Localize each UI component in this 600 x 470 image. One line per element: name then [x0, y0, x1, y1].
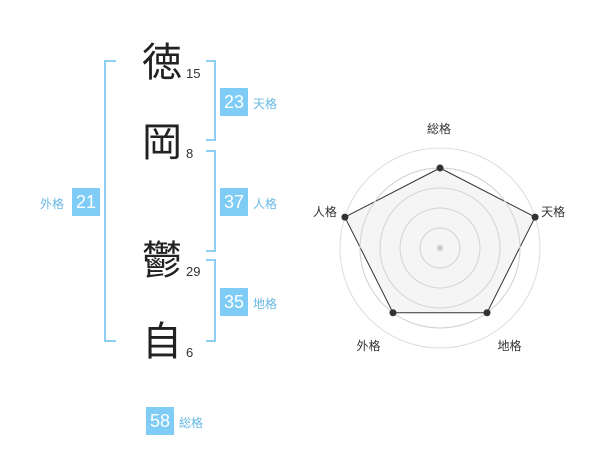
jinkaku-bracket	[206, 150, 216, 252]
jinkaku-label: 人格	[253, 197, 278, 211]
tenkaku-label: 天格	[253, 97, 278, 111]
jinkaku-value: 37	[220, 188, 248, 216]
radar-point-1	[531, 213, 539, 221]
radar-axis-label-4: 人格	[312, 204, 337, 219]
radar-center	[437, 245, 443, 251]
chikaku-bracket	[206, 259, 216, 342]
radar-ring-overlay-3	[379, 187, 501, 309]
name-char-4: 自	[142, 319, 182, 365]
soukaku-value: 58	[146, 407, 174, 435]
soukaku-label: 総格	[179, 416, 204, 430]
radar-axis-label-0: 総格	[427, 122, 452, 136]
stroke-count-1: 15	[186, 66, 201, 81]
stroke-count-3: 29	[186, 264, 201, 279]
stroke-count-4: 6	[186, 345, 194, 360]
radar-area	[344, 167, 536, 314]
radar-ring-overlay-1	[419, 227, 461, 269]
chikaku-value: 35	[220, 288, 248, 316]
radar-point-0	[436, 164, 444, 172]
gaikaku-label: 外格	[40, 197, 65, 211]
radar-point-2	[483, 309, 491, 317]
radar-axis-label-3: 外格	[356, 339, 381, 354]
radar-ring-overlay-2	[399, 207, 481, 289]
gaikaku-value: 21	[72, 188, 100, 216]
tenkaku-value: 23	[220, 88, 248, 116]
name-char-2: 岡	[142, 120, 182, 166]
radar-point-3	[389, 309, 397, 317]
radar-ring-5	[339, 147, 541, 349]
name-char-1: 徳	[142, 40, 182, 86]
gaikaku-bracket	[104, 60, 116, 342]
radar-axis-label-1: 天格	[541, 204, 566, 219]
stroke-count-2: 8	[186, 146, 194, 161]
name-char-3: 鬱	[142, 238, 182, 284]
chikaku-label: 地格	[253, 297, 278, 311]
radar-axis-label-2: 地格	[497, 339, 522, 354]
tenkaku-bracket	[206, 60, 216, 141]
radar-point-4	[341, 213, 349, 221]
